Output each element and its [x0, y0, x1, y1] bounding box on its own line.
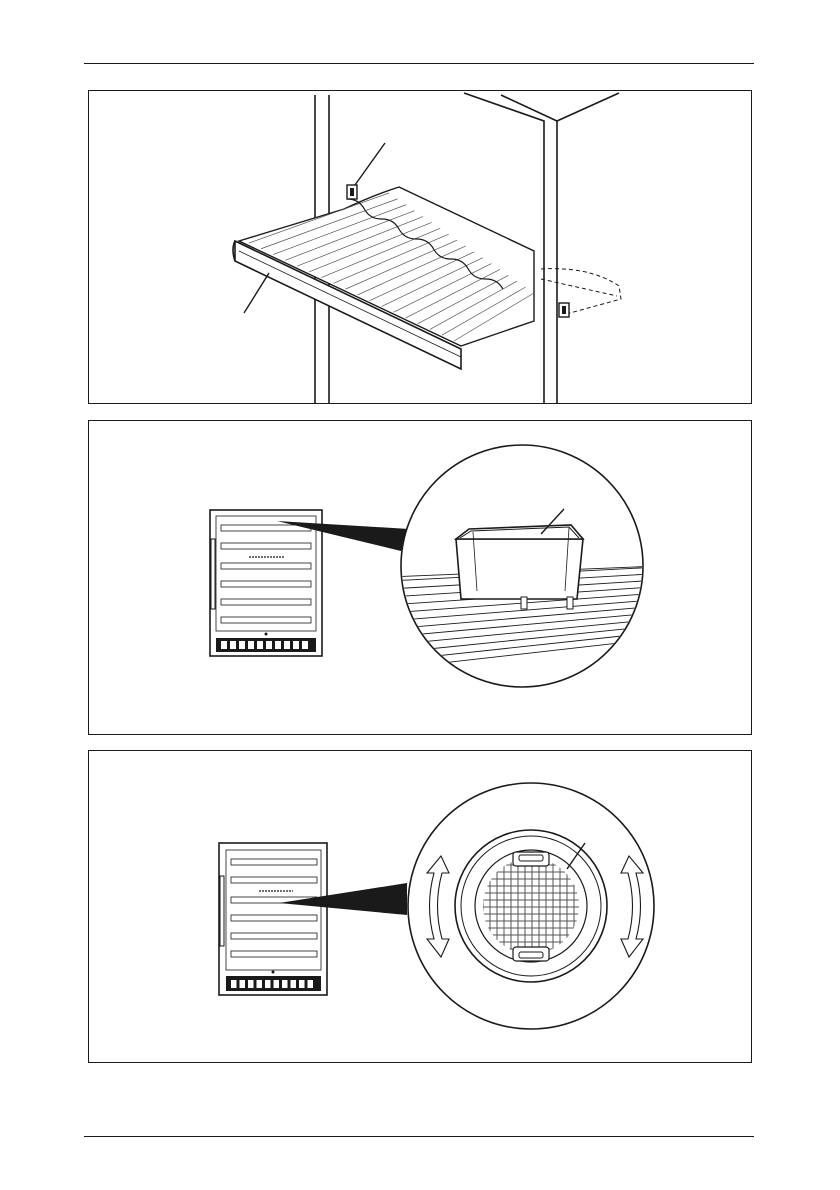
- panel-shelf-installation: [88, 90, 752, 404]
- panel-filter: [88, 750, 752, 1063]
- leader-line-clip: [355, 143, 385, 185]
- ice-tray-icon: [456, 525, 583, 609]
- wine-cooler-icon: [219, 843, 327, 995]
- leader-line-rail: [244, 273, 269, 313]
- shelf-illustration: [89, 91, 751, 403]
- footer-rule: [84, 1136, 754, 1137]
- round-filter-icon: [455, 830, 607, 982]
- wine-cooler-icon: [210, 510, 322, 656]
- panel-ice-tray: [88, 420, 752, 735]
- header-rule: [84, 63, 754, 64]
- ice-tray-illustration: [89, 421, 751, 734]
- filter-illustration: [89, 751, 751, 1062]
